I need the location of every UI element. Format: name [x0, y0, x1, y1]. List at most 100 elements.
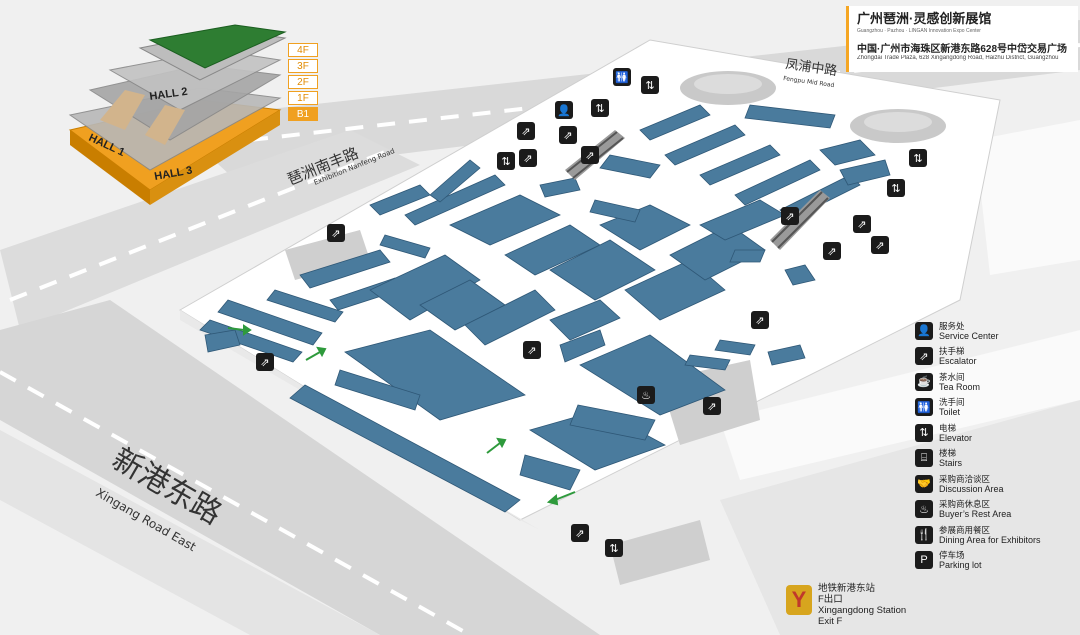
escalator-icon[interactable]: ⇗ — [853, 215, 871, 233]
legend-label-zh: 参展商用餐区 — [939, 524, 991, 535]
legend-label-zh: 楼梯 — [939, 448, 957, 459]
booth[interactable] — [464, 289, 556, 346]
booth[interactable] — [334, 369, 421, 411]
direction-arrow — [486, 437, 507, 454]
escalator-icon[interactable]: ⇗ — [871, 236, 889, 254]
floor-1f-tag[interactable]: 1F — [288, 91, 318, 105]
escalator-icon: ⇗ — [915, 347, 933, 366]
stairs-icon: ⌸ — [915, 449, 933, 468]
booth[interactable] — [579, 334, 726, 416]
escalator-icon[interactable]: ⇗ — [571, 524, 589, 542]
legend-label-en: Stairs — [939, 458, 963, 469]
booth[interactable] — [404, 174, 506, 226]
booth[interactable] — [767, 344, 806, 366]
booth[interactable] — [199, 319, 303, 363]
booth[interactable] — [784, 264, 816, 286]
legend-label-zh: 服务处 — [939, 320, 965, 331]
venue-address-zh: 中国·广州市海珠区新港东路628号中岱交易广场 — [857, 44, 1068, 55]
booth[interactable] — [549, 299, 621, 341]
booth[interactable] — [299, 249, 391, 289]
booth[interactable] — [559, 329, 606, 363]
escalator-icon[interactable]: ⇗ — [517, 122, 535, 140]
booth[interactable] — [639, 104, 711, 141]
legend-label-en: Service Center — [939, 330, 999, 341]
booth[interactable] — [519, 454, 581, 491]
buyers-rest-area-icon[interactable]: ♨ — [637, 386, 655, 404]
legend-label-zh: 洗手间 — [939, 397, 965, 408]
booth[interactable] — [839, 159, 891, 186]
legend-label-en: Buyer’s Rest Area — [939, 509, 1012, 520]
booth[interactable] — [664, 124, 746, 166]
metro-exit-en: Exit F — [818, 616, 843, 627]
metro-exit-zh: F出口 — [818, 594, 843, 605]
dining-area-icon: 🍴 — [915, 525, 933, 544]
elevator-icon[interactable]: ⇅ — [591, 99, 609, 117]
legend-label-zh: 扶手梯 — [939, 346, 965, 357]
escalator-icon[interactable]: ⇗ — [781, 207, 799, 225]
floor-b1-tag[interactable]: B1 — [288, 107, 318, 121]
booth[interactable] — [569, 404, 656, 441]
booth[interactable] — [204, 329, 241, 353]
booth[interactable] — [744, 104, 836, 129]
escalator-icon[interactable]: ⇗ — [703, 397, 721, 415]
booth[interactable] — [289, 384, 521, 513]
escalator-icon[interactable]: ⇗ — [751, 311, 769, 329]
booth[interactable] — [539, 177, 581, 198]
booth[interactable] — [734, 159, 821, 206]
legend-label-en: Dining Area for Exhibitors — [939, 534, 1041, 545]
metro-exit-marker: Y 地铁新港东站 F出口 Xingangdong Station Exit F — [786, 583, 906, 627]
elevator-icon: ⇅ — [915, 423, 933, 442]
legend-label-en: Tea Room — [939, 381, 981, 392]
escalator-icon[interactable]: ⇗ — [256, 353, 274, 371]
floor-selector: 4F 3F 2F 1F B1 — [288, 43, 318, 123]
elevator-icon[interactable]: ⇅ — [887, 179, 905, 197]
booth[interactable] — [217, 299, 323, 346]
escalator-icon[interactable]: ⇗ — [823, 242, 841, 260]
booth[interactable] — [699, 144, 781, 186]
floor-4f-tag[interactable]: 4F — [288, 43, 318, 57]
service-center-icon[interactable]: 👤 — [555, 101, 573, 119]
discussion-area-icon: 🤝 — [915, 474, 933, 493]
escalator-icon[interactable]: ⇗ — [519, 149, 537, 167]
booth[interactable] — [714, 339, 756, 356]
booth[interactable] — [589, 199, 641, 223]
booth[interactable] — [266, 289, 344, 323]
booth[interactable] — [369, 254, 481, 321]
booth[interactable] — [549, 239, 656, 301]
booth[interactable] — [449, 194, 561, 246]
venue-address-en: Zhongdai Trade Plaza, 628 Xingangdong Ro… — [857, 55, 1059, 61]
fengpu-road-label-zh: 凤浦中路 — [784, 56, 838, 79]
legend-label-en: Discussion Area — [939, 483, 1004, 494]
floor-3f-tag[interactable]: 3F — [288, 59, 318, 73]
tea-room-icon: ☕ — [915, 372, 933, 391]
legend-label-zh: 采购商洽谈区 — [939, 473, 991, 484]
escalator-icon[interactable]: ⇗ — [327, 224, 345, 242]
elevator-icon[interactable]: ⇅ — [641, 76, 659, 94]
escalator-icon[interactable]: ⇗ — [523, 341, 541, 359]
elevator-icon[interactable]: ⇅ — [909, 149, 927, 167]
direction-arrow — [227, 324, 252, 336]
escalator-icon[interactable]: ⇗ — [559, 126, 577, 144]
elevator-icon[interactable]: ⇅ — [497, 152, 515, 170]
booth[interactable] — [379, 234, 431, 259]
booth[interactable] — [429, 159, 481, 203]
booth[interactable] — [684, 354, 731, 371]
booth[interactable] — [599, 154, 661, 179]
venue-title-box: 广州琶洲·灵感创新展馆 Guangzhou · Pazhou · LINGAN … — [846, 6, 1078, 72]
booth[interactable] — [819, 139, 876, 166]
toilet-icon[interactable]: 🚻 — [613, 68, 631, 86]
legend-label-en: Toilet — [939, 407, 961, 418]
escalator-icon[interactable]: ⇗ — [581, 146, 599, 164]
booth[interactable] — [729, 249, 766, 263]
floor-2f-tag[interactable]: 2F — [288, 75, 318, 89]
elevator-icon[interactable]: ⇅ — [605, 539, 623, 557]
legend-label-en: Elevator — [939, 432, 973, 443]
